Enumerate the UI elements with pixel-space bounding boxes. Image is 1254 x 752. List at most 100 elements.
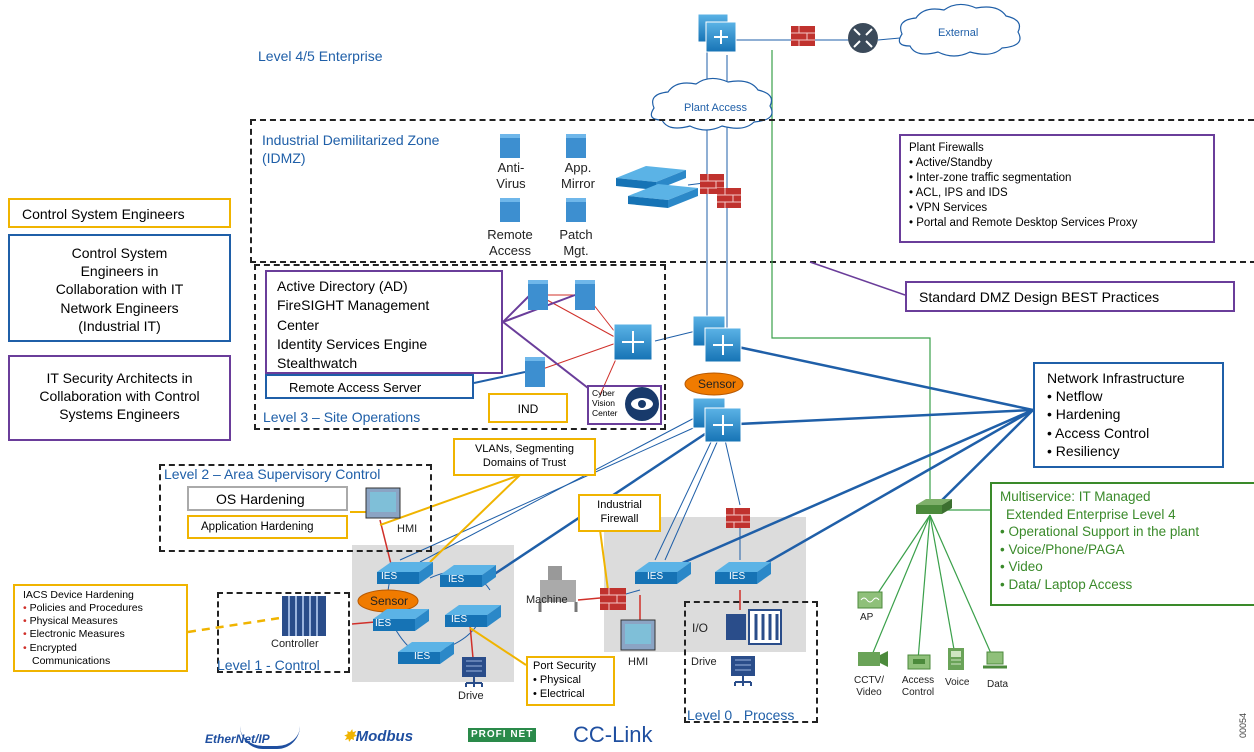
list-item: Hardening: [1047, 405, 1210, 423]
list-item: Encrypted: [23, 642, 178, 655]
enterprise-zone-label: Level 4/5 Enterprise: [258, 48, 383, 64]
dist-to-ies-c: [654, 439, 713, 561]
vlan-pointer-1: [429, 474, 521, 563]
iacs-hardening-box: IACS Device Hardening Policies and Proce…: [13, 584, 188, 672]
os-hardening-box: OS Hardening: [187, 486, 348, 511]
multiservice-title: Multiservice: IT Managed: [1000, 489, 1151, 504]
ap-icon: [857, 591, 883, 609]
drive-icon-1: [462, 657, 486, 687]
ep-line-data: [929, 514, 994, 659]
server-icon-remote: [500, 198, 520, 222]
modbus-logo: ✸Modbus: [343, 728, 414, 745]
link-red-3: [533, 340, 623, 373]
controller-label: Controller: [271, 638, 319, 650]
idmz-zone-boundary: [250, 119, 1254, 263]
multiservice-box: Multiservice: IT Managed Extended Enterp…: [990, 482, 1254, 606]
ethernetip-swoosh: [240, 726, 300, 749]
list-item-continuation: Communications: [32, 654, 111, 667]
netinfra-link-1: [737, 345, 1034, 412]
process-zone: [684, 601, 818, 723]
ies-label: IES: [414, 651, 431, 662]
services-link-3: [502, 321, 589, 389]
endpoint-label-cctv: CCTV/Video: [854, 675, 884, 698]
iacs-hardening-title: IACS Device Hardening: [23, 589, 134, 601]
list-item: Electronic Measures: [23, 628, 178, 641]
list-item: Resiliency: [1047, 442, 1210, 460]
server-icon-patch: [566, 198, 586, 222]
list-item: Data/ Laptop Access: [1000, 576, 1246, 594]
idmz-switch-icon: [616, 166, 698, 208]
dist-to-ies-b: [399, 424, 701, 561]
list-item: Physical Measures: [23, 615, 178, 628]
ies-switch-4: IES: [445, 603, 503, 634]
list-item: Netflow: [1047, 387, 1210, 405]
server-icon-site-3: [525, 357, 545, 387]
site-services-box: Active Directory (AD) FireSIGHT Manageme…: [265, 270, 503, 374]
service-active-directory: Active Directory (AD): [277, 278, 408, 294]
server-icon-antivirus: [500, 134, 520, 158]
dist-to-fw: [724, 439, 741, 506]
external-cloud: [898, 3, 1021, 57]
process-zone-label: Level 0 Process: [687, 707, 795, 723]
drive-link-1: [469, 624, 474, 659]
control-zone-label: Level 1 - Control: [217, 657, 320, 673]
voice-phone-icon: [948, 648, 964, 670]
site-operations-zone: [254, 264, 666, 430]
idmz-zone-label: Industrial Demilitarized Zone: [262, 132, 440, 148]
drive-icon-2: [731, 656, 755, 686]
router-icon: [848, 23, 878, 53]
ies-label: IES: [375, 618, 392, 629]
link-router-external: [877, 37, 901, 41]
hmi-icon-2: [620, 619, 656, 651]
list-item: Portal and Remote Desktop Services Proxy: [909, 216, 1205, 231]
port-security-box: Port Security Physical Electrical: [526, 656, 615, 706]
figure-id: 00054: [1238, 712, 1248, 738]
io-label: I/O: [692, 621, 709, 635]
plant-access-cloud: [650, 77, 773, 131]
hmi-label-1: HMI: [397, 523, 418, 535]
ies-switch-7: IES: [715, 560, 773, 591]
controller-icon: [282, 596, 326, 636]
dmz-best-practices-pointer: [809, 261, 906, 296]
server-icon-site-1: [528, 280, 548, 310]
services-link-1: [502, 292, 533, 323]
list-item: ACL, IPS and IDS: [909, 186, 1205, 201]
external-cloud-label: External: [938, 27, 979, 39]
firewall-icon-process: [726, 508, 750, 528]
list-item: Active/Standby: [909, 156, 1205, 171]
drive-label-2: Drive: [691, 656, 717, 668]
list-item: VPN Services: [909, 201, 1205, 216]
ies-switch-5: IES: [398, 640, 456, 671]
netinfra-link-4: [654, 408, 1034, 577]
control-engineers-box: Control System Engineers: [8, 198, 231, 228]
core-switch-icon: [697, 13, 737, 53]
sensor-label-dist: Sensor: [698, 377, 737, 391]
controller-link: [351, 621, 376, 625]
service-ise: Identity Services Engine: [277, 335, 428, 352]
application-hardening-box: Application Hardening: [187, 515, 348, 539]
list-item: Inter-zone traffic segmentation: [909, 171, 1205, 186]
ies-label: IES: [647, 571, 664, 582]
ies-label: IES: [729, 571, 746, 582]
list-item: Electrical: [533, 688, 608, 702]
network-infrastructure-title: Network Infrastructure: [1047, 370, 1185, 386]
plant-access-cloud-label: Plant Access: [684, 102, 747, 114]
port-security-title: Port Security: [533, 660, 596, 672]
ies-switch-3: IES: [373, 607, 431, 638]
list-item: Physical: [533, 674, 608, 688]
endpoint-label-voice: Voice: [945, 677, 970, 688]
distribution-switch-icon-2: [692, 397, 742, 443]
multiservice-subtitle: Extended Enterprise Level 4: [1006, 506, 1176, 522]
list-item: Operational Support in the plant: [1000, 523, 1246, 541]
dist-to-ies-d: [664, 439, 719, 561]
machine-link: [577, 597, 601, 601]
port-security-pointer: [469, 627, 527, 666]
profinet-logo: PROFI NET: [468, 728, 537, 742]
firewall-icon-enterprise: [791, 26, 815, 46]
cyber-vision-icon: [625, 387, 659, 421]
